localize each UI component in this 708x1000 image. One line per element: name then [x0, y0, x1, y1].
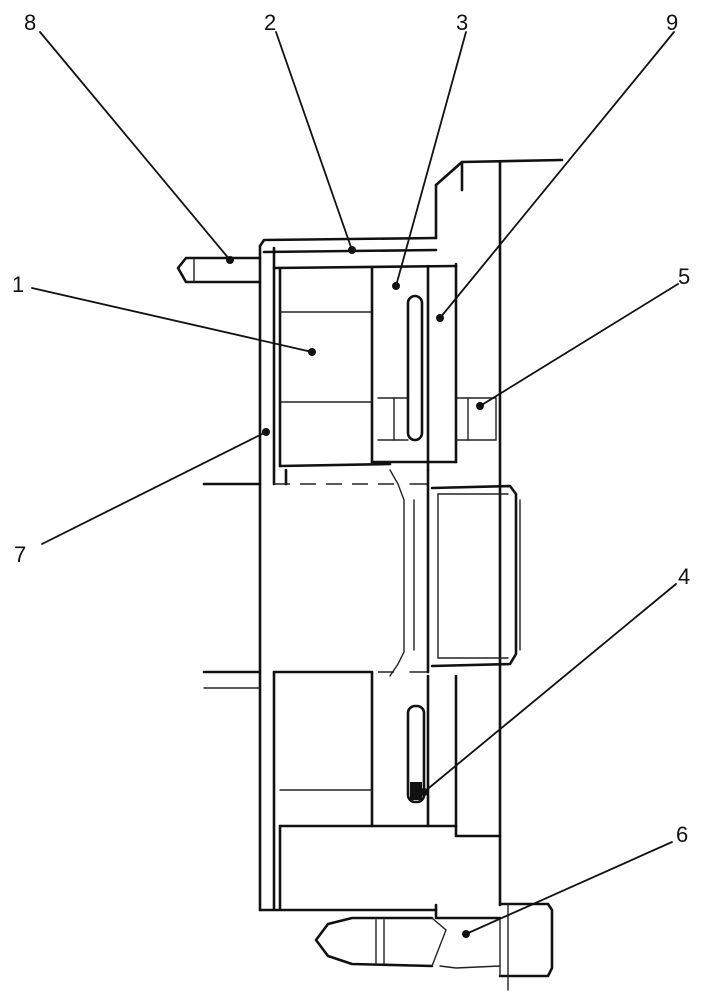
- bottom-plate: [258, 824, 502, 920]
- callout-6: 6: [676, 822, 688, 847]
- locating-pin: [176, 256, 262, 284]
- callout-3: 3: [456, 10, 468, 35]
- main-block-upper: [272, 264, 458, 468]
- main-block-lower: [272, 670, 502, 838]
- callout-4: 4: [678, 564, 690, 589]
- callout-2: 2: [264, 10, 276, 35]
- callout-5: 5: [678, 264, 690, 289]
- spring-block-upper: [377, 262, 497, 472]
- guide-pin: [314, 902, 554, 991]
- back-plate: [434, 158, 564, 907]
- center-section: [202, 468, 521, 689]
- callout-8: 8: [24, 10, 36, 35]
- callout-7: 7: [14, 542, 26, 567]
- callout-1: 1: [12, 272, 24, 297]
- leader-lines: [31, 31, 679, 938]
- callout-9: 9: [666, 10, 678, 35]
- left-thin-plate: [258, 244, 276, 912]
